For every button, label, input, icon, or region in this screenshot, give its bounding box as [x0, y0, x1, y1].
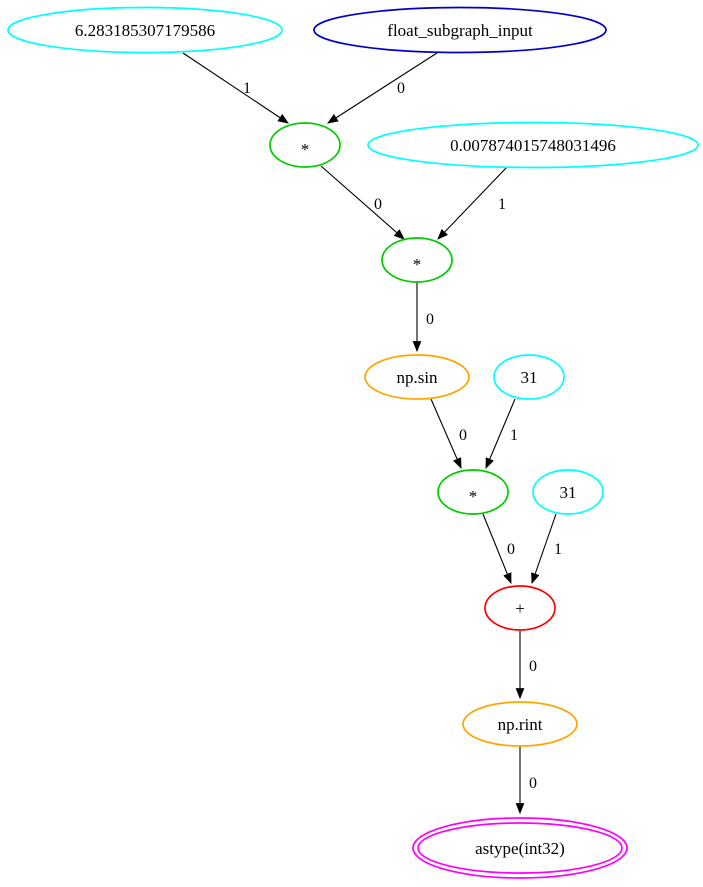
edge-freq-mul2-label: 1	[498, 196, 506, 213]
edge-c31b-add-line	[531, 513, 557, 585]
node-constant-tau: 6.283185307179586	[7, 6, 283, 54]
edges-layer: 1 0 0 1 0 0 1 0	[182, 52, 562, 815]
node-add: +	[484, 585, 556, 631]
node-astype-int32-label: astype(int32)	[475, 839, 565, 858]
edge-c31b-add: 1	[531, 513, 562, 585]
node-np-sin-ellipse	[364, 354, 470, 400]
edge-c31b-add-label: 1	[554, 541, 562, 558]
node-multiply-2: *	[381, 237, 453, 283]
node-np-sin: np.sin	[364, 354, 470, 400]
node-multiply-1-label: *	[301, 140, 310, 159]
node-constant-31-a-ellipse	[493, 354, 565, 400]
edge-tau-mul1-line	[182, 52, 289, 124]
edge-mul1-mul2: 0	[320, 165, 405, 240]
node-multiply-3: *	[437, 469, 509, 515]
node-float-subgraph-input: float_subgraph_input	[313, 6, 607, 54]
edge-mul1-mul2-label: 0	[374, 196, 382, 213]
node-add-label: +	[515, 599, 525, 618]
edge-mul3-add: 0	[482, 513, 515, 585]
edge-freq-mul2-line	[437, 166, 508, 240]
edge-sin-mul3: 0	[430, 398, 467, 470]
node-astype-int32-inner-ellipse	[417, 822, 623, 874]
edge-c31a-mul3-line	[485, 398, 516, 470]
node-constant-31-a-label: 31	[521, 368, 538, 387]
node-multiply-3-ellipse	[437, 469, 509, 515]
edge-c31a-mul3-label: 1	[510, 427, 518, 444]
edge-mul1-mul2-line	[320, 165, 405, 240]
edge-mul2-sin-label: 0	[426, 311, 434, 328]
node-float-subgraph-input-label: float_subgraph_input	[387, 21, 533, 40]
node-np-rint-ellipse	[462, 701, 578, 747]
edge-add-rint: 0	[515, 630, 537, 700]
node-np-rint: np.rint	[462, 701, 578, 747]
node-astype-int32: astype(int32)	[412, 817, 628, 879]
edge-rint-astype-label: 0	[529, 775, 537, 792]
edge-sin-mul3-label: 0	[459, 427, 467, 444]
edge-input-mul1-line	[327, 52, 438, 124]
node-constant-31-a: 31	[493, 354, 565, 400]
edge-input-mul1: 0	[327, 52, 438, 124]
edge-tau-mul1: 1	[182, 52, 289, 124]
edge-mul3-add-label: 0	[507, 541, 515, 558]
node-multiply-2-ellipse	[381, 237, 453, 283]
node-multiply-2-label: *	[413, 255, 422, 274]
nodes-layer: 6.283185307179586 float_subgraph_input *…	[7, 6, 699, 879]
edge-sin-mul3-line	[430, 398, 462, 470]
node-constant-freq-ellipse	[367, 121, 699, 169]
edge-freq-mul2: 1	[437, 166, 508, 240]
node-constant-freq: 0.007874015748031496	[367, 121, 699, 169]
node-add-ellipse	[484, 585, 556, 631]
node-constant-31-b: 31	[532, 469, 604, 515]
node-multiply-3-label: *	[469, 487, 478, 506]
node-constant-tau-ellipse	[7, 6, 283, 54]
node-constant-tau-label: 6.283185307179586	[75, 21, 215, 40]
edge-mul2-sin: 0	[412, 282, 434, 353]
edge-rint-astype: 0	[515, 746, 537, 815]
node-constant-31-b-label: 31	[560, 483, 577, 502]
node-constant-freq-label: 0.007874015748031496	[450, 136, 616, 155]
node-multiply-1-ellipse	[269, 122, 341, 168]
node-np-rint-label: np.rint	[498, 715, 543, 734]
edge-c31a-mul3: 1	[485, 398, 518, 470]
edge-add-rint-label: 0	[529, 658, 537, 675]
edge-tau-mul1-label: 1	[243, 80, 251, 97]
node-multiply-1: *	[269, 122, 341, 168]
node-float-subgraph-input-ellipse	[313, 6, 607, 54]
edge-mul3-add-line	[482, 513, 512, 585]
node-constant-31-b-ellipse	[532, 469, 604, 515]
node-np-sin-label: np.sin	[396, 368, 438, 387]
edge-input-mul1-label: 0	[397, 80, 405, 97]
